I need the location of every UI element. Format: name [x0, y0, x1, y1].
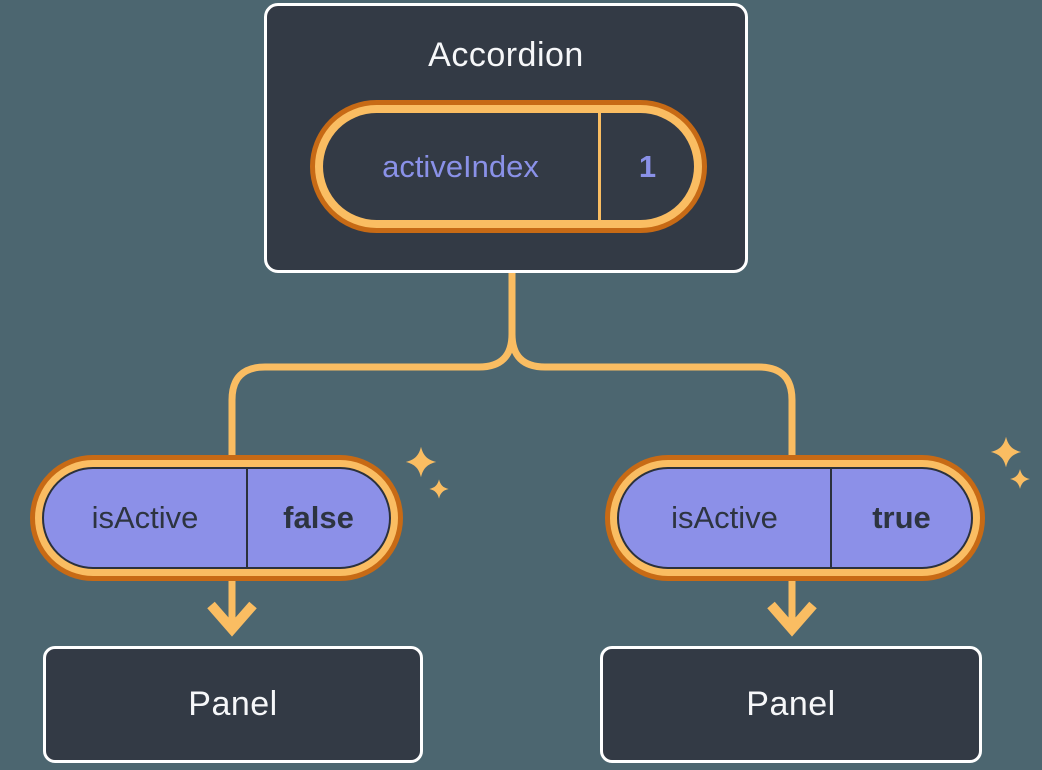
pill-divider: [246, 469, 248, 567]
sparkle-icon: [429, 479, 449, 499]
state-value: 1: [638, 148, 657, 184]
pill-divider: [598, 113, 601, 220]
accordion-component-box: Accordion activeIndex 1: [264, 3, 748, 273]
connector-left-branch: [228, 272, 516, 456]
sparkle-icon: [405, 446, 437, 478]
panel-component-box-right: Panel: [600, 646, 982, 763]
state-pill: activeIndex 1: [310, 100, 707, 233]
pill-divider: [830, 469, 832, 567]
component-title: Accordion: [428, 36, 584, 74]
prop-pill-body: isActive true: [617, 467, 973, 569]
panel-component-box-left: Panel: [43, 646, 423, 763]
prop-pill-isactive-false: isActive false: [30, 455, 403, 581]
sparkle-icon: [990, 436, 1022, 468]
prop-value: true: [872, 500, 931, 535]
state-pill-body: activeIndex 1: [323, 113, 694, 220]
connector-right-branch: [508, 272, 796, 456]
prop-name: isActive: [671, 500, 778, 535]
prop-name: isActive: [91, 500, 199, 535]
state-name: activeIndex: [382, 148, 539, 184]
arrow-right-head-icon: [767, 601, 817, 637]
arrow-left-head-icon: [207, 601, 257, 637]
prop-value: false: [283, 500, 354, 535]
panel-title: Panel: [188, 685, 278, 723]
sparkle-icon: [1010, 469, 1030, 489]
panel-title: Panel: [746, 685, 836, 723]
prop-pill-isactive-true: isActive true: [605, 455, 985, 581]
prop-pill-body: isActive false: [42, 467, 391, 569]
